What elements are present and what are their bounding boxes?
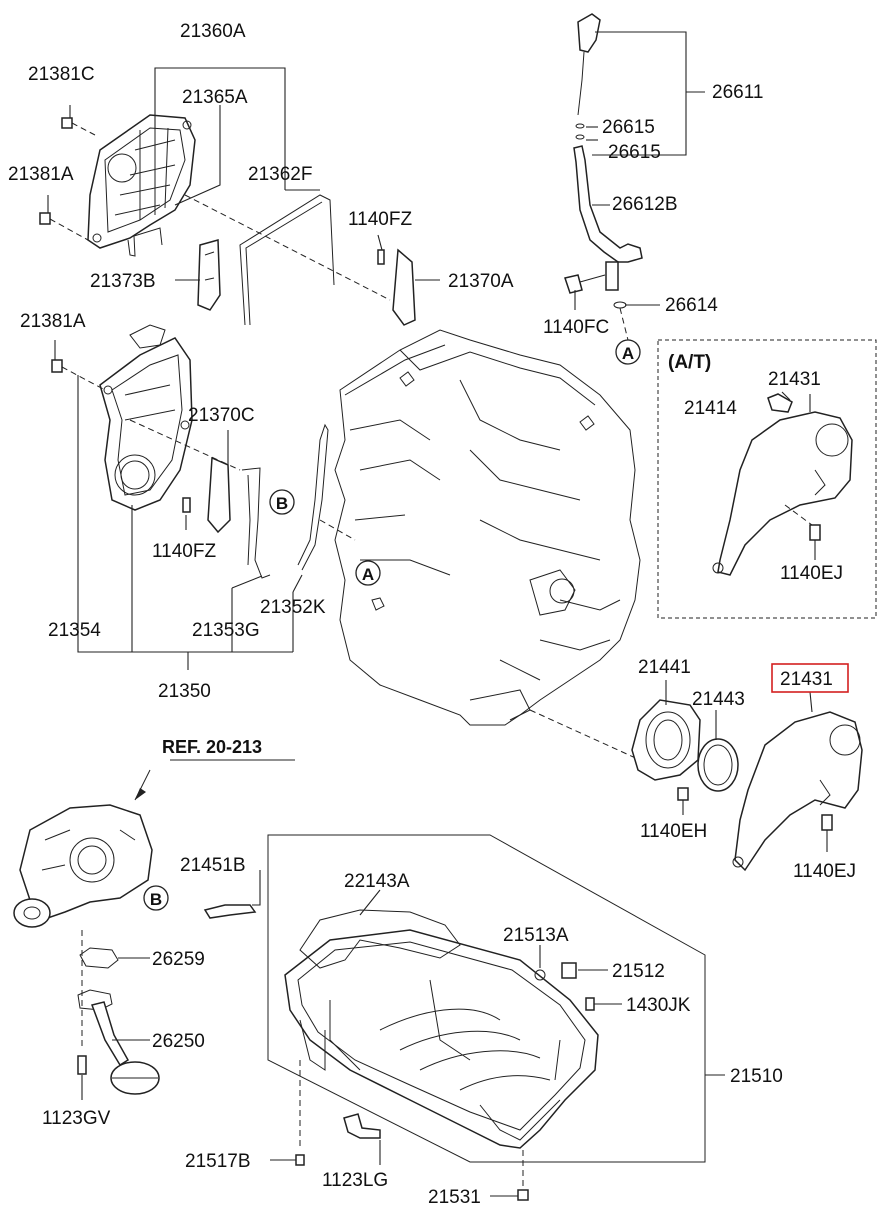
label-21352k: 21352K (260, 597, 326, 618)
label-21517b: 21517B (185, 1151, 251, 1172)
dipstick-assembly (564, 13, 643, 341)
label-21381a-top: 21381A (8, 164, 74, 185)
label-26615-a: 26615 (602, 117, 655, 138)
label-1123gv: 1123GV (42, 1108, 111, 1129)
label-21354: 21354 (48, 620, 101, 641)
label-26611: 26611 (712, 82, 763, 103)
label-21353g: 21353G (192, 620, 260, 641)
label-21360a: 21360A (180, 21, 246, 42)
bracket-21373b (197, 239, 221, 311)
callout-a-engine: A (355, 560, 381, 586)
label-1140ej: 1140EJ (793, 861, 856, 882)
label-26615-b: 26615 (608, 142, 661, 163)
label-21451b: 21451B (180, 855, 246, 876)
label-21443: 21443 (692, 689, 745, 710)
label-1123lg: 1123LG (322, 1170, 388, 1191)
highlight-box-21431 (771, 663, 849, 693)
callout-a-dipstick: A (615, 339, 641, 365)
label-22143a: 22143A (344, 871, 410, 892)
label-21362f: 21362F (248, 164, 312, 185)
callout-b-engine: B (269, 489, 295, 515)
callout-b-label: B (150, 890, 162, 909)
label-21370a: 21370A (448, 271, 514, 292)
label-21381a-mid: 21381A (20, 311, 86, 332)
label-26250: 26250 (152, 1031, 205, 1052)
label-1140fc: 1140FC (543, 317, 609, 338)
bracket-21370a (377, 248, 416, 326)
label-21431: 21431 (780, 669, 833, 690)
label-ref: REF. 20-213 (162, 737, 262, 757)
label-26614: 26614 (665, 295, 718, 316)
engine-block (319, 329, 641, 761)
callout-a-label: A (622, 344, 634, 363)
oil-pan (267, 834, 706, 1201)
label-1140fz-top: 1140FZ (348, 209, 412, 230)
timing-cover-upper (39, 114, 391, 326)
label-21431-at: 21431 (768, 369, 821, 390)
callout-b-label: B (276, 494, 288, 513)
label-21414: 21414 (684, 398, 737, 419)
at-variant-box (657, 339, 877, 619)
oil-pump (13, 769, 160, 1095)
timing-cover-lower (51, 324, 329, 579)
label-21365a: 21365A (182, 87, 248, 108)
label-at: (A/T) (668, 352, 711, 373)
callout-a-label: A (362, 565, 374, 584)
label-1140ej-at: 1140EJ (780, 563, 843, 584)
label-21373b: 21373B (90, 271, 156, 292)
label-26612b: 26612B (612, 194, 678, 215)
label-21381c: 21381C (28, 64, 95, 85)
label-21531: 21531 (428, 1187, 481, 1208)
label-1140fz-mid: 1140FZ (152, 541, 216, 562)
label-26259: 26259 (152, 949, 205, 970)
label-1430jk: 1430JK (626, 995, 691, 1016)
label-21370c: 21370C (188, 405, 255, 426)
part-labels: 21360A 21381C 21365A 21381A 21362F 1140F… (8, 21, 856, 1208)
label-1140eh: 1140EH (640, 821, 707, 842)
label-21513a: 21513A (503, 925, 569, 946)
label-21350: 21350 (158, 681, 211, 702)
label-21441: 21441 (638, 657, 691, 678)
label-21510: 21510 (730, 1066, 783, 1087)
sealant-tube (203, 904, 257, 919)
leader-lines (47, 31, 828, 1197)
callout-b-pump: B (143, 885, 169, 911)
label-21512: 21512 (612, 961, 665, 982)
rear-seal-group (631, 699, 863, 872)
